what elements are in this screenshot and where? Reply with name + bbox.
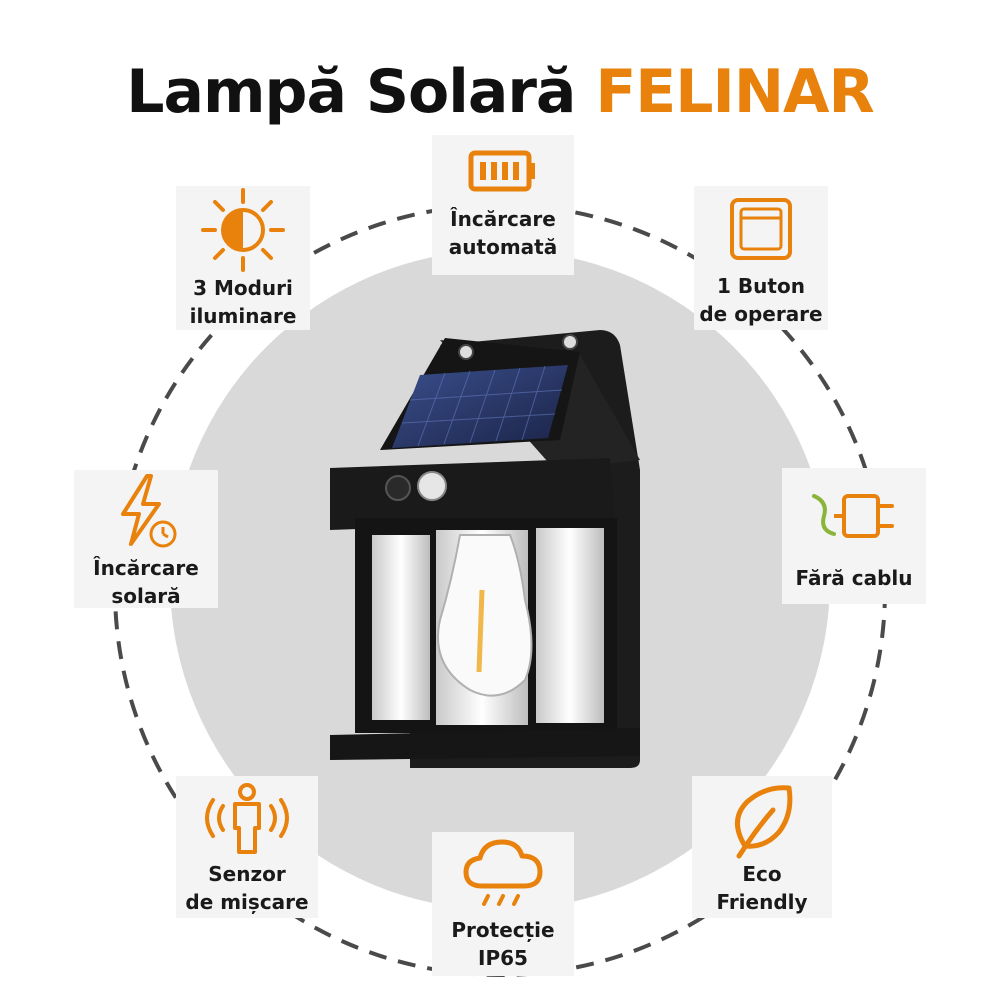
feature-card-auto-charging: Încărcare automată: [432, 135, 574, 275]
feature-label: 1 Buton de operare: [699, 274, 823, 326]
feature-label: Senzor de mișcare: [185, 862, 309, 914]
motion-person-icon: [205, 783, 289, 854]
feature-card-one-button: 1 Buton de operare: [694, 186, 828, 330]
feature-card-eco: Eco Friendly: [692, 776, 832, 918]
title-main: Lampă Solară: [126, 57, 576, 127]
plug-icon: [812, 494, 894, 538]
feature-label: 3 Moduri iluminare: [189, 276, 297, 328]
feature-label: Protecție IP65: [451, 918, 555, 970]
feature-label: Eco Friendly: [716, 862, 808, 914]
feature-card-wireless: Fără cablu: [782, 468, 926, 604]
rain-cloud-icon: [463, 839, 543, 906]
title-accent: FELINAR: [595, 57, 874, 127]
feature-label: Fără cablu: [795, 566, 913, 590]
feature-card-motion-sensor: Senzor de mișcare: [176, 776, 318, 918]
feature-card-ip65: Protecție IP65: [432, 832, 574, 976]
leaf-icon: [735, 785, 793, 859]
battery-icon: [468, 150, 535, 192]
button-icon: [730, 198, 792, 260]
feature-card-light-modes: 3 Moduri iluminare: [176, 186, 310, 330]
lightning-clock-icon: [121, 474, 177, 548]
feature-label: Încărcare automată: [448, 207, 558, 259]
feature-card-solar-charging: Încărcare solară: [74, 470, 218, 608]
page-title: Lampă Solară FELINAR: [0, 52, 1000, 132]
half-sun-icon: [201, 188, 285, 272]
feature-label: Încărcare solară: [93, 556, 199, 608]
